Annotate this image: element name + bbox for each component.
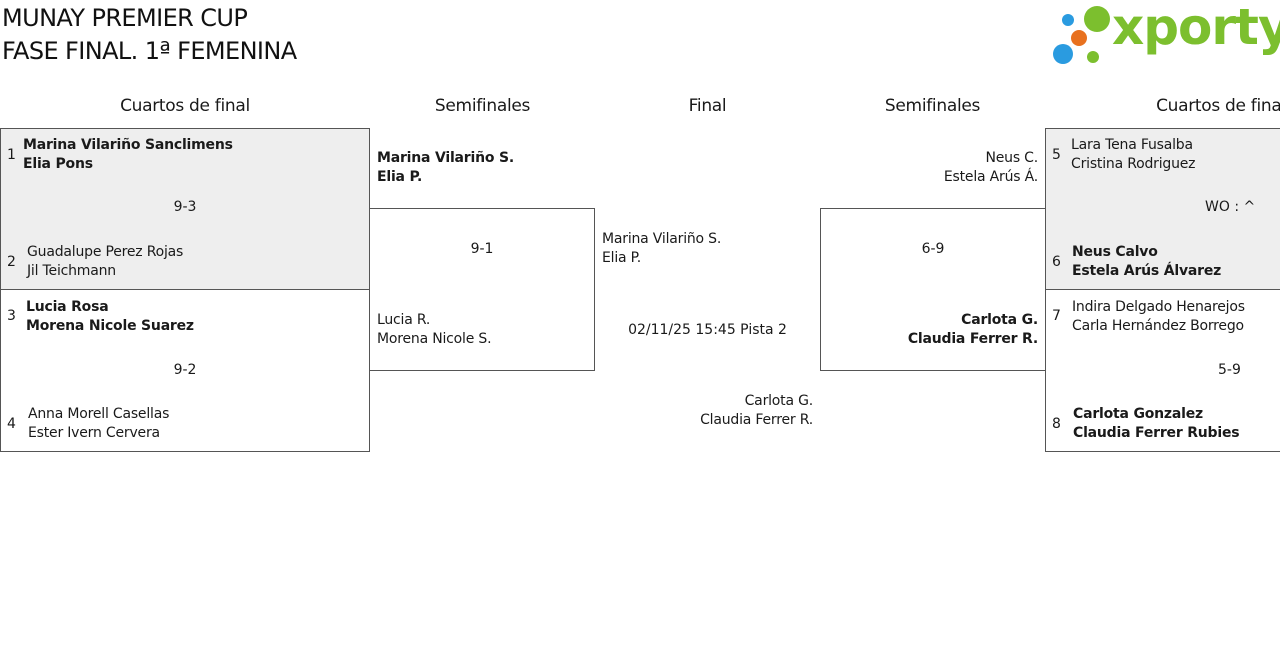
player-name: Elia P. — [602, 250, 641, 266]
match-score: 6-9 — [921, 241, 945, 257]
player-name: Marina Vilariño S. — [602, 231, 722, 247]
match-score: 9-1 — [470, 241, 494, 257]
player-name: Elia Pons — [23, 156, 93, 172]
match-qf-2[interactable]: 3 Lucia Rosa Morena Nicole Suarez 9-2 4 … — [0, 289, 370, 452]
header-left-quarterfinals: Cuartos de final — [120, 96, 250, 116]
title-line-1: MUNAY PREMIER CUP — [2, 4, 248, 32]
match-schedule: 02/11/25 15:45 Pista 2 — [628, 322, 787, 338]
logo-dots-icon — [1053, 6, 1110, 64]
player-name: Carlota G. — [961, 312, 1038, 328]
seed-number: 6 — [1052, 254, 1061, 270]
header-right-quarterfinals: Cuartos de final — [1156, 96, 1280, 116]
match-sf-1[interactable]: 9-1 Lucia R. Morena Nicole S. — [369, 208, 595, 371]
player-name: Marina Vilariño Sanclimens — [23, 137, 233, 153]
seed-number: 2 — [7, 254, 16, 270]
player-name: Lucia R. — [377, 312, 431, 328]
xporty-logo: xporty — [1050, 0, 1280, 68]
player-name: Carlota G. — [744, 393, 814, 409]
seed-number: 7 — [1052, 308, 1061, 324]
match-score: 5-9 — [1218, 362, 1241, 378]
seed-number: 8 — [1052, 416, 1061, 432]
player-name: Lucia Rosa — [26, 299, 109, 315]
player-name: Marina Vilariño S. — [377, 150, 514, 166]
seed-number: 4 — [7, 416, 16, 432]
player-name: Guadalupe Perez Rojas — [27, 244, 184, 260]
player-name: Anna Morell Casellas — [28, 406, 170, 422]
player-name: Carlota Gonzalez — [1073, 406, 1203, 422]
player-name: Ester Ivern Cervera — [28, 425, 160, 441]
match-score: 9-3 — [173, 199, 197, 215]
player-name: Claudia Ferrer Rubies — [1073, 425, 1240, 441]
seed-number: 3 — [7, 308, 16, 324]
player-name: Jil Teichmann — [27, 263, 116, 279]
match-qf-1[interactable]: 1 Marina Vilariño Sanclimens Elia Pons 9… — [0, 128, 370, 290]
player-name: Morena Nicole Suarez — [26, 318, 194, 334]
header-right-semifinals: Semifinales — [884, 96, 981, 116]
match-score: 9-2 — [173, 362, 197, 378]
match-qf-4[interactable]: 7 Indira Delgado Henarejos Carla Hernánd… — [1045, 289, 1280, 452]
logo-wordmark: xporty — [1112, 0, 1280, 56]
player-name: Estela Arús Á. — [943, 169, 1038, 185]
match-qf-3[interactable]: 5 Lara Tena Fusalba Cristina Rodriguez W… — [1045, 128, 1280, 290]
seed-number: 1 — [7, 147, 16, 163]
player-name: Indira Delgado Henarejos — [1072, 299, 1245, 315]
match-sf-2[interactable]: 6-9 Carlota G. Claudia Ferrer R. — [820, 208, 1046, 371]
player-name: Claudia Ferrer R. — [907, 331, 1038, 347]
player-name: Morena Nicole S. — [377, 331, 492, 347]
page-title: MUNAY PREMIER CUP FASE FINAL. 1ª FEMENIN… — [2, 2, 297, 68]
title-line-2: FASE FINAL. 1ª FEMENINA — [2, 37, 297, 65]
player-name: Elia P. — [377, 169, 423, 185]
player-name: Estela Arús Álvarez — [1072, 263, 1222, 279]
player-name: Carla Hernández Borrego — [1072, 318, 1244, 334]
player-name: Neus C. — [985, 150, 1038, 166]
player-name: Cristina Rodriguez — [1071, 156, 1196, 172]
match-score: WO : ^ — [1205, 199, 1256, 215]
header-left-semifinals: Semifinales — [434, 96, 531, 116]
header-final: Final — [688, 96, 727, 116]
player-name: Lara Tena Fusalba — [1071, 137, 1193, 153]
player-name: Neus Calvo — [1072, 244, 1158, 260]
seed-number: 5 — [1052, 147, 1061, 163]
player-name: Claudia Ferrer R. — [700, 412, 813, 428]
